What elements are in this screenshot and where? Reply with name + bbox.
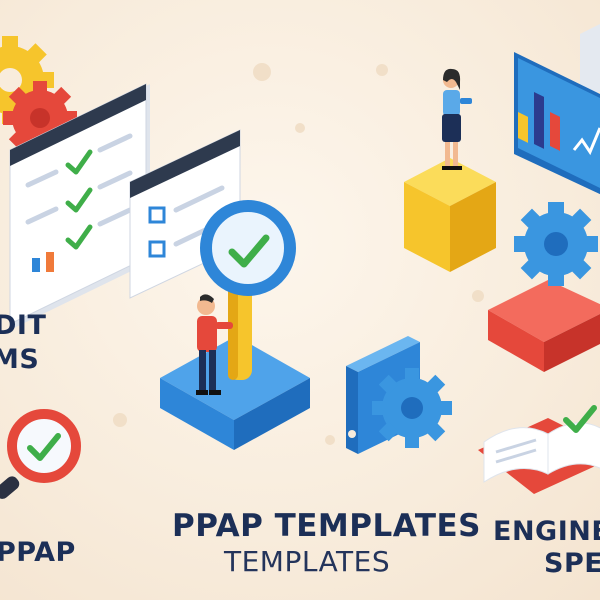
magnifier-check-large [200, 200, 296, 380]
magnifier-check-small [0, 409, 81, 499]
check-icon [65, 149, 93, 250]
label-ppap-left: PPAP [0, 537, 76, 568]
open-book [478, 405, 600, 494]
binder-with-gear [346, 336, 452, 454]
label-ppap-templates: PPAP TEMPLATES [172, 508, 481, 544]
label-engineering-line2: SPEC [544, 548, 600, 579]
label-audit-line1: DIT [0, 310, 47, 341]
person-woman [442, 68, 472, 170]
gear-blue-right [514, 202, 598, 286]
yellow-pedestal [404, 158, 496, 272]
label-templates-sub: TEMPLATES [224, 545, 391, 578]
label-audit-line2: MS [0, 344, 40, 375]
dashboard-panel [514, 24, 600, 195]
label-engineering-line1: ENGINEE [493, 516, 600, 547]
background-dots [113, 63, 484, 445]
red-pedestal [488, 280, 600, 372]
person-man [196, 294, 233, 395]
checklist-card-large [9, 83, 150, 328]
